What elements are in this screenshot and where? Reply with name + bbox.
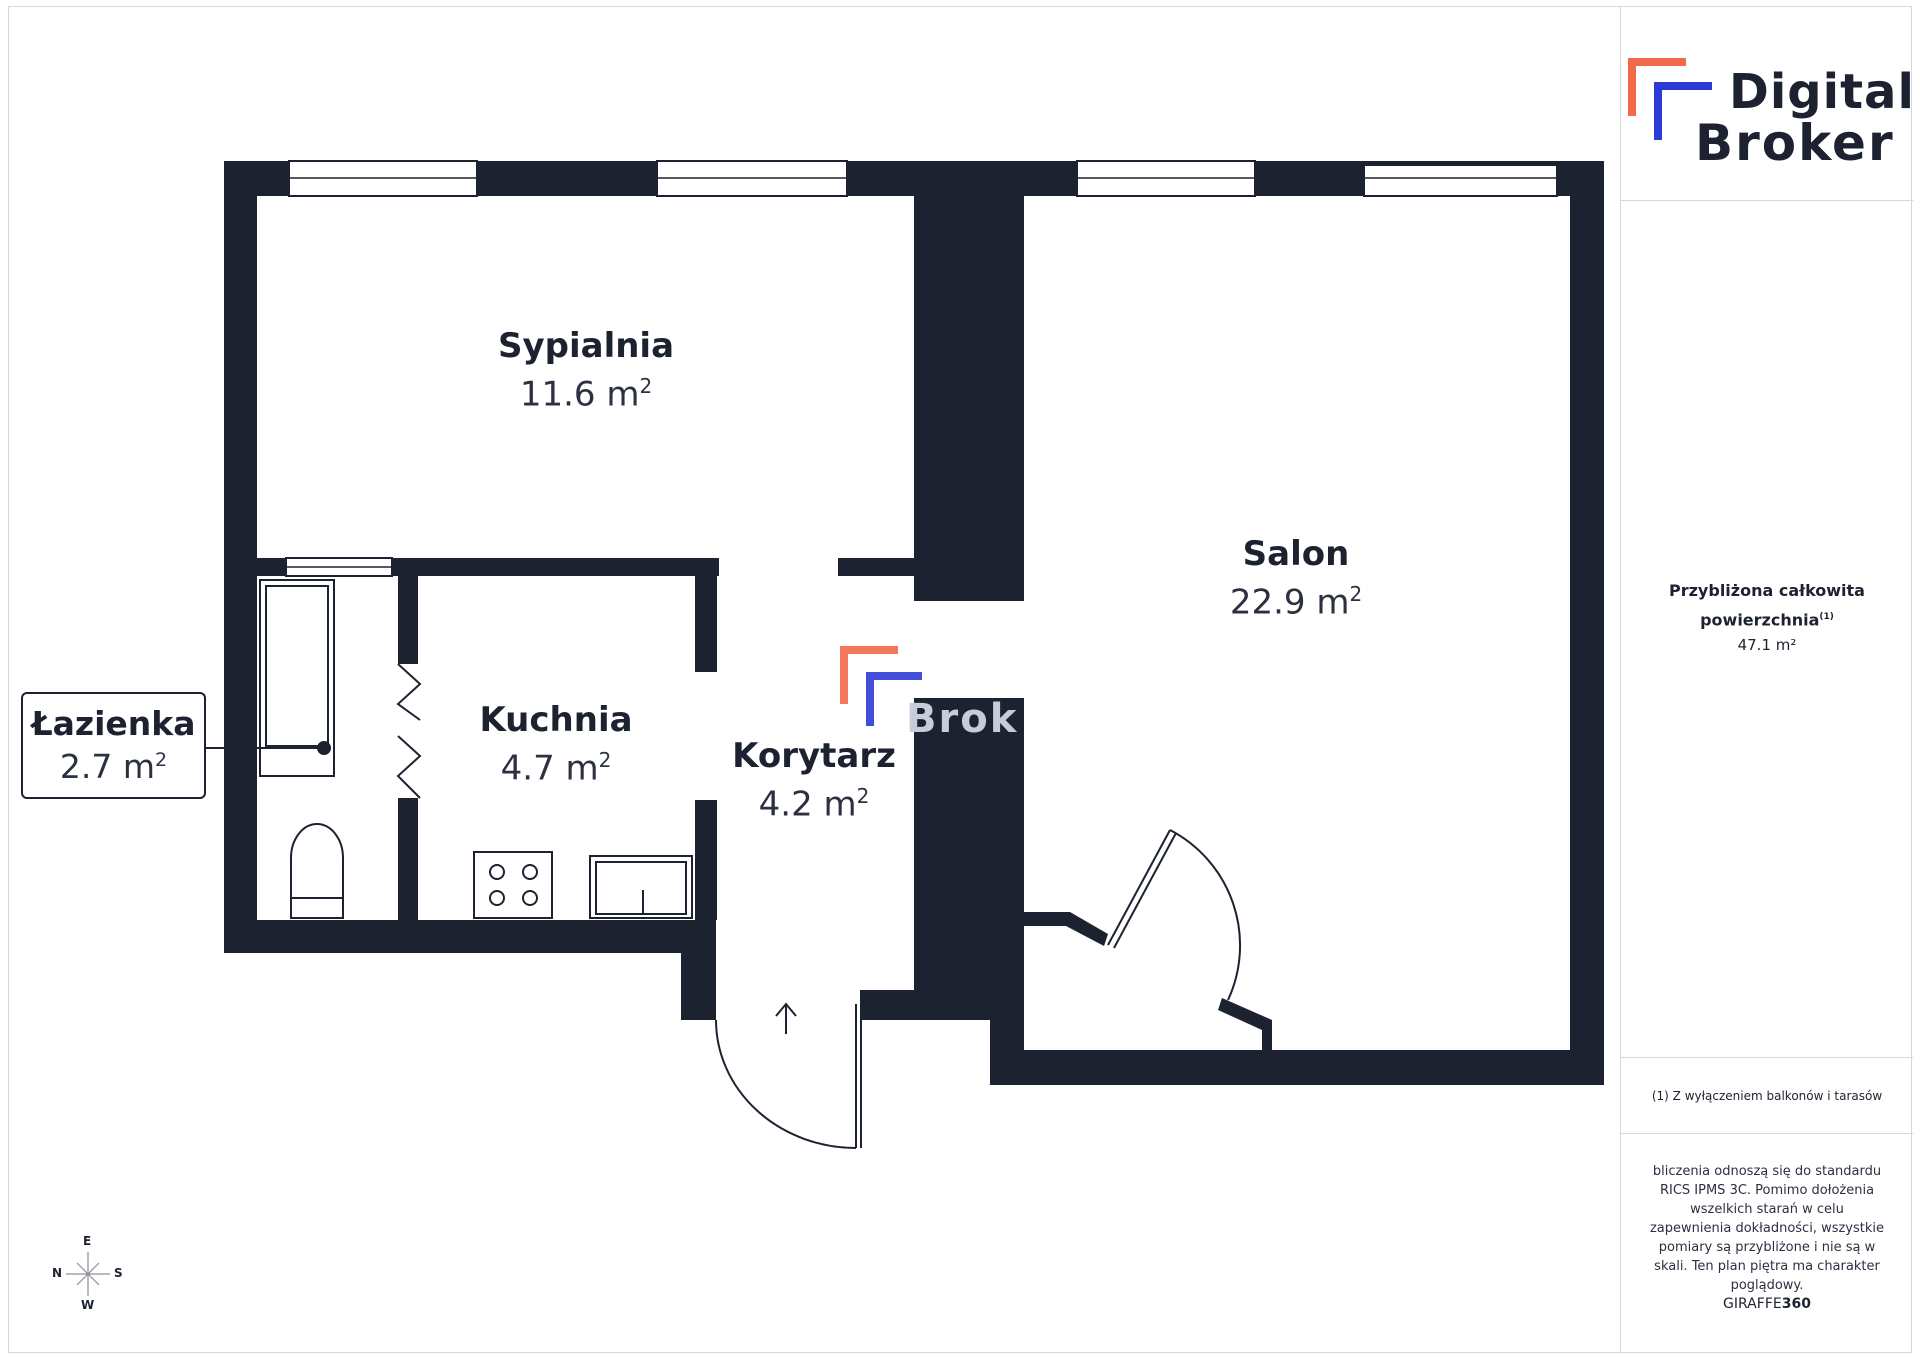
room-name-sypialnia: Sypialnia [497,326,675,366]
room-name-salon: Salon [1242,534,1350,574]
room-name-kuchnia: Kuchnia [479,700,633,740]
compass-e: E [83,1234,92,1248]
giraffe360-brand: GIRAFFE360 [1723,1296,1811,1312]
compass-s: S [114,1266,123,1280]
room-area-salon: 22.9 m2 [1229,582,1363,623]
digital-broker-logo-icon [1628,58,1712,140]
sidebar-divider [1621,200,1913,201]
logo-text-digital: Digital [1729,64,1915,120]
window-lines [286,177,1557,568]
sidebar-divider [1621,1057,1913,1058]
balcony-wall-a [1066,912,1108,946]
stove [473,851,553,919]
bifold-door [396,663,422,799]
entrance-door [715,1004,862,1149]
digital-broker-logo: Digital Broker [1625,46,1914,172]
total-area-label: Przybliżona całkowita powierzchnia(1) [1669,581,1865,630]
room-name-korytarz: Korytarz [732,736,896,776]
logo-text-broker: Broker [1695,114,1895,172]
watermark-text: Brok [906,696,1019,742]
footnote: (1) Z wyłączeniem balkonów i tarasów [1651,1089,1883,1103]
watermark-logo [840,646,922,726]
total-area-value: 47.1 m² [1737,636,1797,654]
compass-icon [66,1252,110,1296]
page-frame [8,6,1912,1353]
entry-arrow [775,1002,797,1034]
toilet [290,823,344,919]
sidebar-divider [1621,1133,1913,1134]
balcony-wall-b [1218,998,1272,1050]
disclaimer: bliczenia odnoszą się do standardu RICS … [1649,1164,1885,1293]
sink [589,855,693,919]
room-callout-lazienka: Łazienka 2.7 m2 [21,692,206,799]
walls [224,161,1604,1085]
compass-n: N [52,1266,63,1280]
room-area-sypialnia: 11.6 m2 [519,374,653,415]
info-sidebar: Digital Broker Przybliżona całkowita pow… [1620,6,1914,1353]
compass-w: W [81,1298,95,1312]
room-area-kuchnia: 4.7 m2 [500,748,612,789]
room-area-korytarz: 4.2 m2 [758,784,870,825]
room-name-lazienka: Łazienka [31,704,196,743]
room-area-lazienka: 2.7 m2 [59,747,168,786]
bathtub [259,579,335,777]
balcony-door [1107,829,1242,1001]
